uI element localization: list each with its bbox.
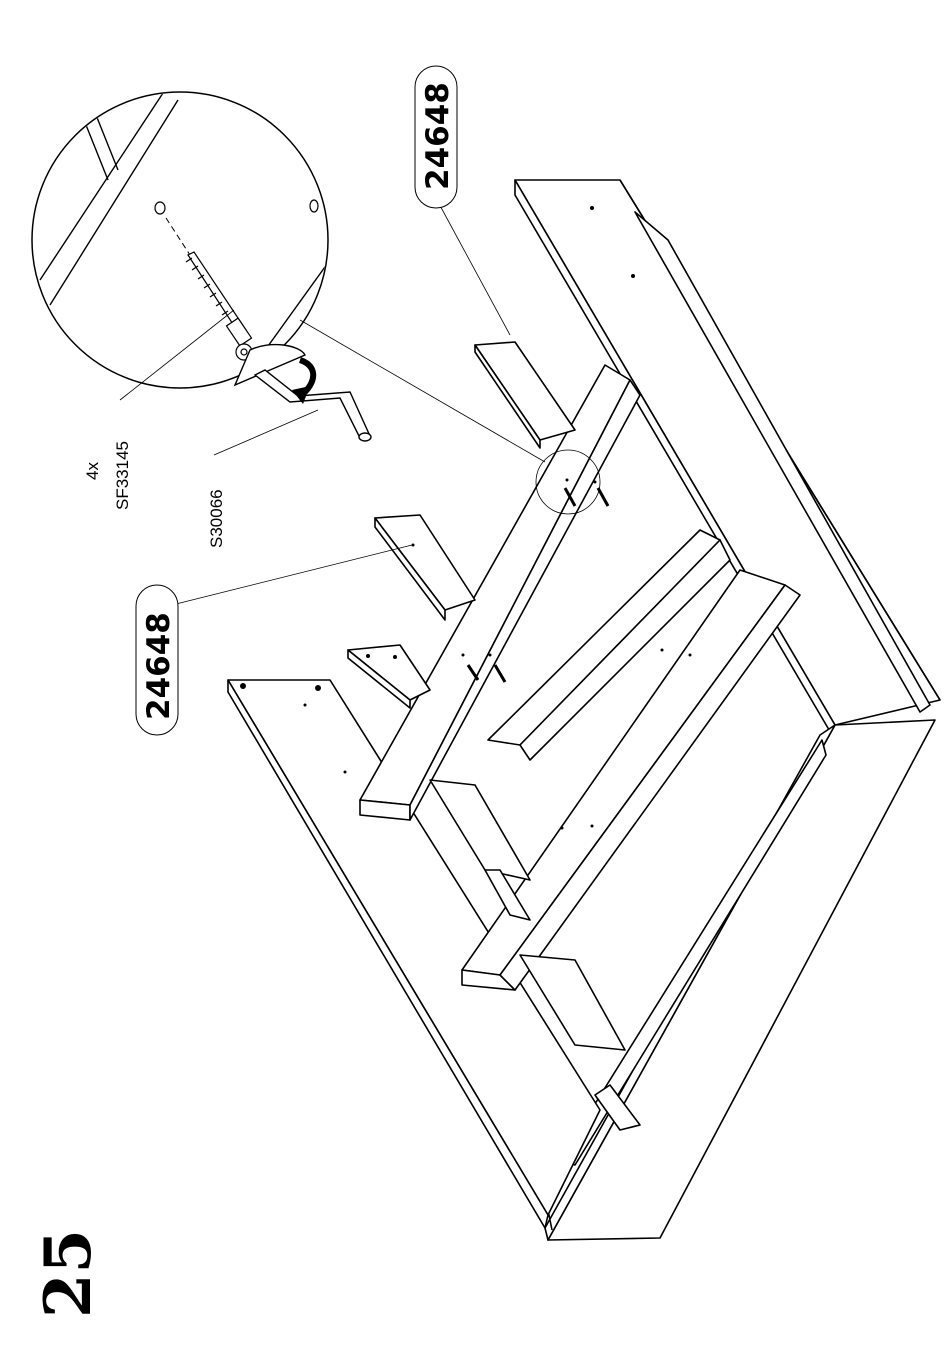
part-label-left: 24648: [136, 585, 178, 735]
detail-zoom: [32, 90, 371, 441]
quantity-label: 4x: [83, 462, 102, 480]
part-number-left: 24648: [141, 612, 177, 720]
slat-part-top: [475, 342, 575, 448]
part-number-top: 24648: [420, 82, 456, 190]
slat-part-left: [375, 515, 475, 620]
part-label-top: 24648: [415, 66, 457, 208]
screw-code-label: SF33145: [113, 441, 132, 510]
tool-code-label: S30066: [207, 489, 226, 548]
bed-frame: [228, 180, 940, 1240]
step-number: 25: [31, 1229, 106, 1318]
